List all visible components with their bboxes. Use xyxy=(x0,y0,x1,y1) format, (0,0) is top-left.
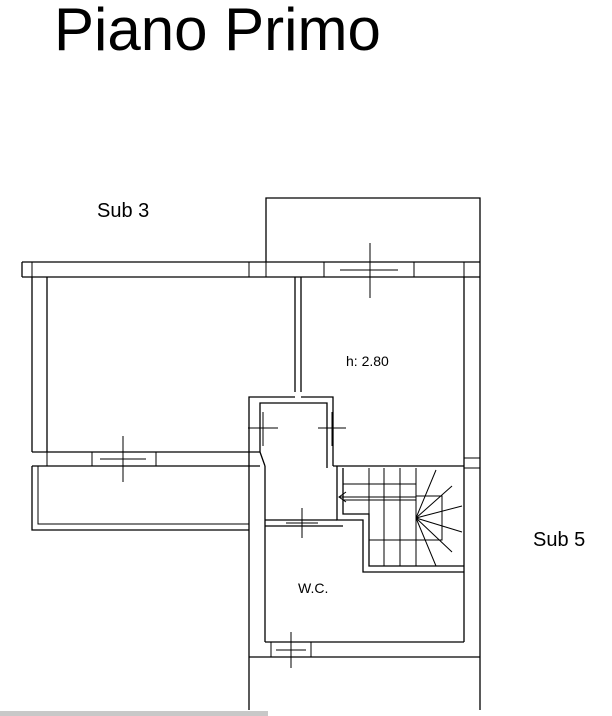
label-sub-5: Sub 5 xyxy=(533,529,585,551)
label-wc: W.C. xyxy=(298,580,328,596)
staircase xyxy=(336,466,464,573)
wc-walls xyxy=(265,519,464,643)
hallway-walls xyxy=(248,396,464,710)
door-marker-right-hall xyxy=(318,412,346,446)
label-sub-3: Sub 3 xyxy=(97,200,149,222)
door-marker-left-hall xyxy=(248,412,278,446)
window-marker-top xyxy=(340,243,398,298)
balcony-outline xyxy=(265,197,481,262)
horizontal-scrollbar[interactable] xyxy=(0,711,268,716)
plan-title: Piano Primo xyxy=(54,0,381,63)
window-marker-left-room xyxy=(100,436,146,482)
lower-left-balcony xyxy=(31,466,249,531)
bottom-wall xyxy=(249,642,480,658)
door-marker-wc xyxy=(286,508,318,538)
window-marker-bottom xyxy=(276,632,306,668)
top-exterior-wall xyxy=(21,261,480,278)
left-exterior-wall xyxy=(31,277,48,452)
partition-wall-vertical xyxy=(294,277,302,392)
right-exterior-wall xyxy=(463,262,481,710)
label-ceiling-height: h: 2.80 xyxy=(346,353,389,369)
